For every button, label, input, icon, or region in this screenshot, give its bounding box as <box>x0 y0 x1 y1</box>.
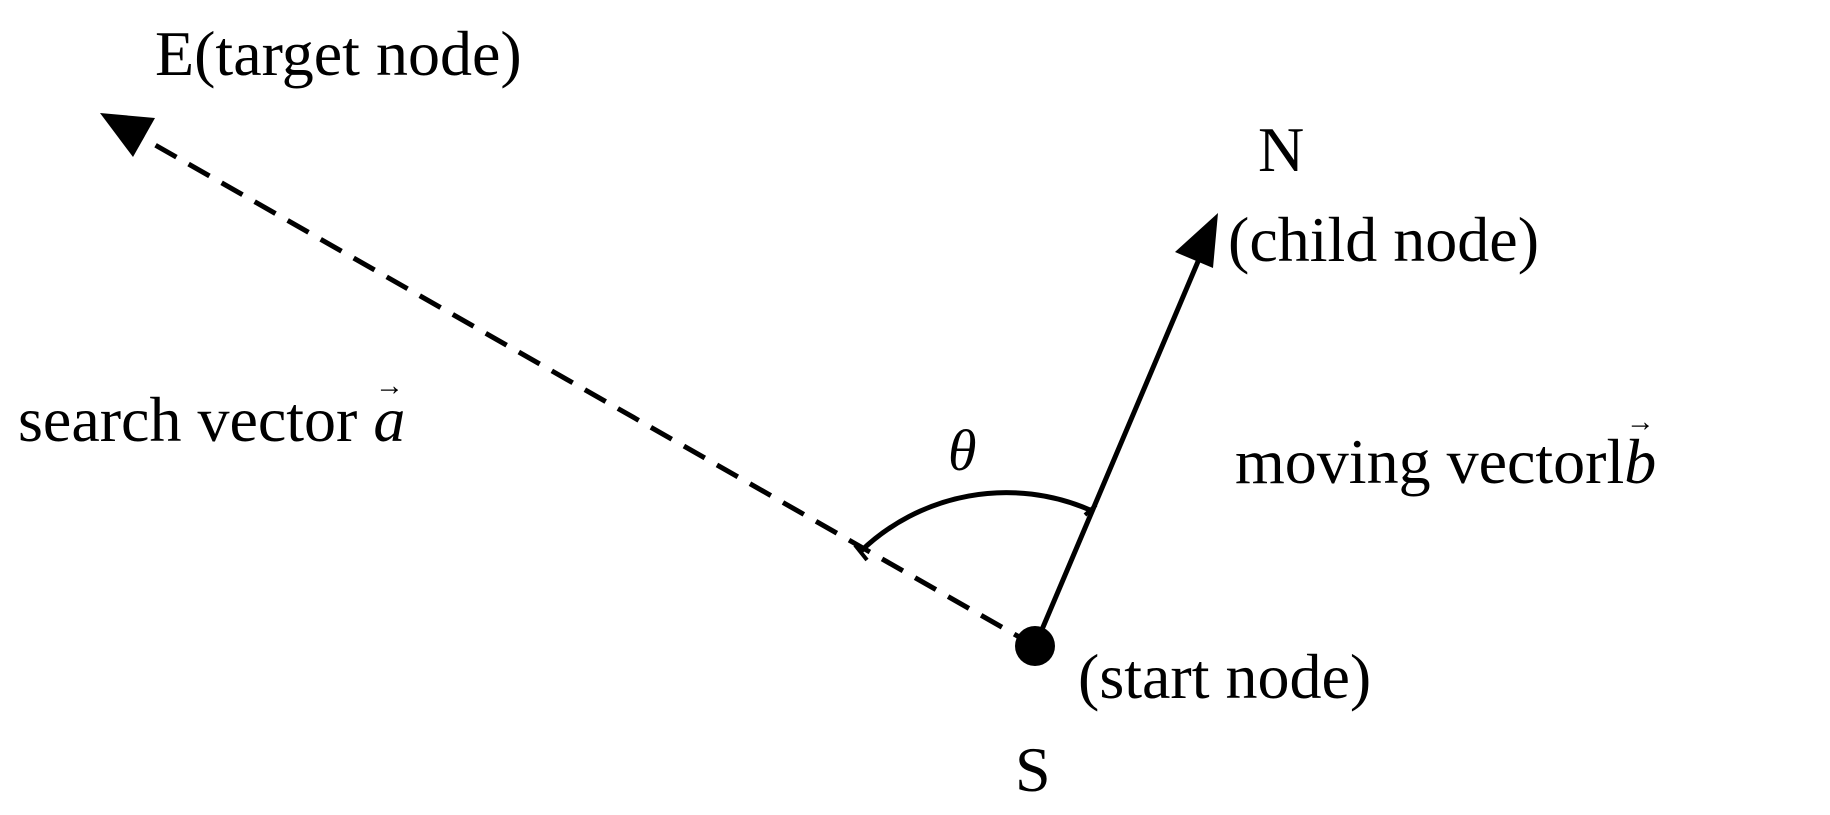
vector-arrow-icon: → <box>374 370 404 402</box>
moving-vector-letter: b <box>1624 426 1657 497</box>
vector-arrow-icon: → <box>1625 406 1655 438</box>
angle-theta-label: θ <box>948 418 977 483</box>
moving-vector-arrowhead <box>1175 213 1218 268</box>
search-vector-label: search vector → a <box>18 372 405 452</box>
moving-vector-symbol: → b <box>1624 408 1656 494</box>
child-node-letter: N <box>1258 114 1305 185</box>
angle-tick-right <box>1083 503 1098 517</box>
angle-tick-left <box>853 543 869 562</box>
search-vector-arrowhead <box>100 113 155 157</box>
search-vector-text: search vector <box>18 384 358 455</box>
moving-vector-line <box>1032 244 1208 647</box>
search-vector-letter: a <box>373 384 406 455</box>
start-node-dot <box>1015 626 1055 666</box>
search-vector-symbol: → a <box>373 372 405 452</box>
moving-vector-label: moving vectorl → b <box>1235 408 1656 494</box>
child-node-label: (child node) <box>1228 204 1539 275</box>
target-node-label: E(target node) <box>155 18 522 89</box>
moving-vector-text: moving vectorl <box>1235 426 1625 497</box>
angle-arc <box>858 490 1091 554</box>
start-node-label: (start node) <box>1078 641 1372 712</box>
start-node-letter: S <box>1015 734 1051 805</box>
search-vector-line <box>118 122 1037 649</box>
